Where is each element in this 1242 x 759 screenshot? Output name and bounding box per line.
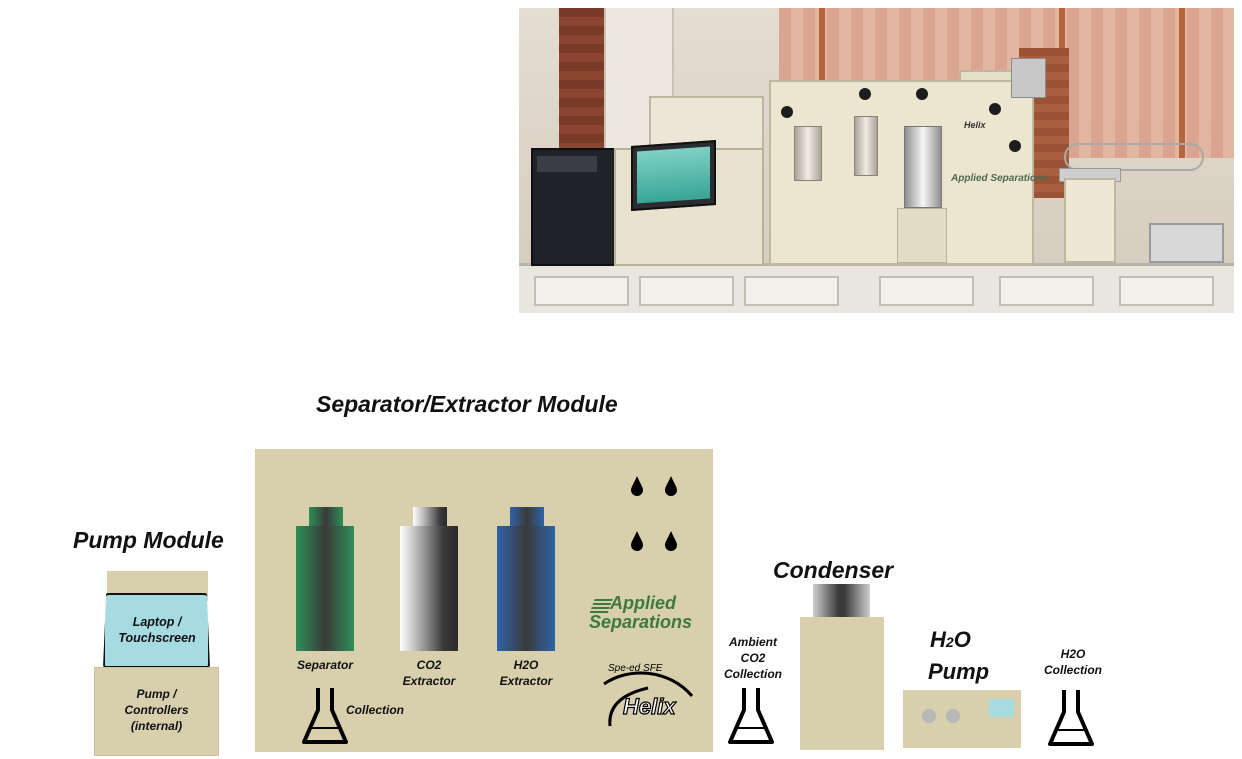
collection-label: Collection xyxy=(346,703,405,717)
h2o-pump-title-line2: Pump xyxy=(928,659,990,684)
separator-column-cap xyxy=(309,507,343,527)
pump-module-title: Pump Module xyxy=(73,527,224,553)
pump-controllers-label-line: Controllers xyxy=(124,703,189,717)
photo-laptop-screen xyxy=(637,146,710,204)
condenser-box xyxy=(800,617,884,750)
pump-display xyxy=(989,699,1014,717)
h2o-extractor-label: H2O Extractor xyxy=(483,657,569,689)
helix-small-text: Spe-ed SFE xyxy=(608,663,663,674)
photo-drawer xyxy=(1119,276,1214,306)
lab-equipment-photo: Applied Separations Helix xyxy=(519,8,1234,313)
photo-window-frame xyxy=(1179,8,1185,158)
h2o-pump-title-h: H xyxy=(930,627,946,652)
pump-controllers-box xyxy=(94,667,219,756)
photo-electrical-panel xyxy=(1011,58,1046,98)
laptop-label-line: Touchscreen xyxy=(118,631,196,645)
drop-icon xyxy=(631,476,643,496)
photo-vessel xyxy=(904,126,942,208)
photo-drawer xyxy=(744,276,839,306)
condenser-cap xyxy=(813,584,870,618)
brand-separations: Separations xyxy=(589,612,693,632)
pump-controllers-label: Pump / Controllers (internal) xyxy=(100,686,213,734)
photo-drawer xyxy=(639,276,734,306)
separator-label: Separator xyxy=(282,657,368,673)
h2o-pump-title: H2O xyxy=(930,627,971,655)
photo-vessel-stand xyxy=(897,208,947,263)
photo-vessel xyxy=(794,126,822,181)
h2o-collection-label-line: H2O xyxy=(1060,647,1086,661)
photo-knob xyxy=(859,88,871,100)
laptop-label-line: Laptop / xyxy=(132,615,182,629)
photo-drawer xyxy=(999,276,1094,306)
collection-flask-icon xyxy=(302,688,348,744)
brand-applied: Applied xyxy=(610,593,676,613)
pump-knob-icon xyxy=(922,709,936,723)
co2-extractor-cap xyxy=(413,507,447,527)
co2-extractor-label-line: Extractor xyxy=(402,674,456,688)
photo-brand-text: Applied Separations xyxy=(951,173,1048,184)
co2-extractor-column xyxy=(400,526,458,651)
photo-knob xyxy=(781,106,793,118)
photo-condenser-unit xyxy=(1064,178,1116,263)
photo-helix-text: Helix xyxy=(964,120,986,130)
drop-icon xyxy=(631,531,643,551)
pump-controllers-label-line: Pump / xyxy=(136,687,177,701)
h2o-extractor-label-line: H2O xyxy=(513,658,539,672)
separator-column xyxy=(296,526,354,651)
photo-vessel xyxy=(854,116,878,176)
h2o-collection-label-line: Collection xyxy=(1043,663,1102,677)
photo-drawer xyxy=(534,276,629,306)
pump-knob-icon xyxy=(946,709,960,723)
photo-brand-logo: Applied Separations xyxy=(951,173,1048,184)
photo-knob xyxy=(916,88,928,100)
photo-knob xyxy=(989,103,1001,115)
photo-coil-tubing xyxy=(1064,143,1204,171)
condenser-title: Condenser xyxy=(773,557,894,583)
h2o-collection-label: H2O Collection xyxy=(1035,646,1111,678)
drop-icon xyxy=(665,531,677,551)
separator-label-line: Separator xyxy=(296,658,354,672)
photo-drawer xyxy=(879,276,974,306)
photo-knob xyxy=(1009,140,1021,152)
drop-icon xyxy=(665,476,677,496)
photo-h2o-pump xyxy=(1149,223,1224,263)
ambient-label-line: Ambient xyxy=(729,635,777,649)
h2o-extractor-cap xyxy=(510,507,544,527)
helix-logo-icon xyxy=(603,671,694,727)
laptop-label: Laptop / Touchscreen xyxy=(110,614,204,646)
co2-extractor-label: CO2 Extractor xyxy=(386,657,472,689)
co2-extractor-label-line: CO2 xyxy=(416,658,442,672)
h2o-extractor-label-line: Extractor xyxy=(499,674,553,688)
ambient-co2-collection-label: Ambient CO2 Collection xyxy=(714,634,792,682)
ambient-label-line: CO2 xyxy=(740,651,766,665)
helix-name: Helix xyxy=(622,693,676,719)
h2o-collection-flask-icon xyxy=(1048,690,1094,746)
module-title: Separator/Extractor Module xyxy=(316,391,618,417)
ambient-label-line: Collection xyxy=(723,667,782,681)
photo-chiller-panel xyxy=(537,156,597,172)
pump-controllers-label-line: (internal) xyxy=(130,719,183,733)
h2o-extractor-column xyxy=(497,526,555,651)
h2o-pump-title-o: O xyxy=(953,627,971,652)
ambient-collection-flask-icon xyxy=(728,688,774,744)
h2o-pump-title-sub: 2 xyxy=(945,634,954,650)
photo-helix-logo: Helix xyxy=(964,120,986,130)
